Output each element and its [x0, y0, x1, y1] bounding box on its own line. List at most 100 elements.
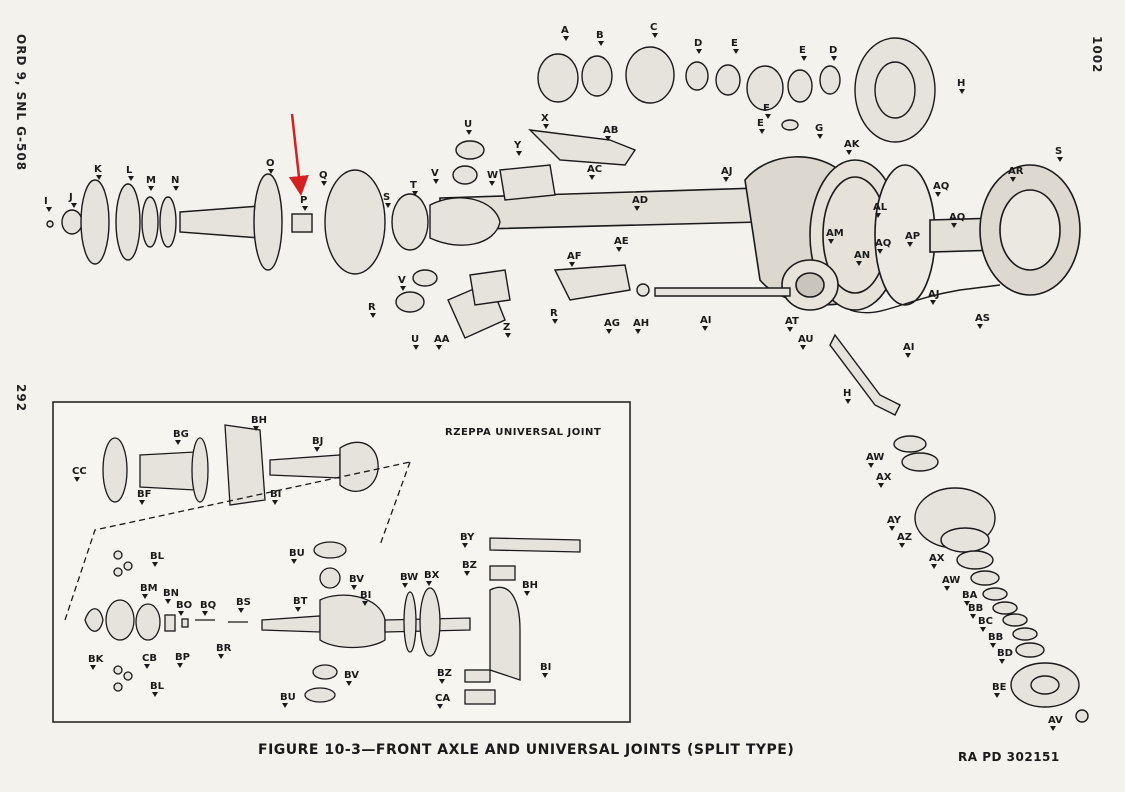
callout-pointer-ag	[606, 329, 612, 334]
callout-label-bl2: BL	[150, 681, 165, 692]
callout-pointer-bo	[178, 611, 184, 616]
callout-pointer-bl2	[152, 692, 158, 697]
callout-pointer-be	[994, 693, 1000, 698]
callout-label-aq1: AQ	[933, 181, 949, 192]
callout-pointer-ai1	[702, 326, 708, 331]
callout-label-ap: AP	[905, 231, 920, 242]
callout-label-aw1: AW	[866, 452, 884, 463]
callout-pointer-s2	[1057, 157, 1063, 162]
callout-pointer-m	[148, 186, 154, 191]
callout-pointer-ba	[964, 601, 970, 606]
callout-label-bq: BQ	[200, 600, 216, 611]
callout-pointer-aq2	[877, 249, 883, 254]
callout-pointer-ab	[605, 136, 611, 141]
callout-label-bh2: BH	[522, 580, 538, 591]
callout-pointer-aw1	[868, 463, 874, 468]
callout-label-r1: R	[368, 302, 376, 313]
callout-label-bv2: BV	[344, 670, 359, 681]
callout-label-as: AS	[975, 313, 990, 324]
rzeppa-joint-parts	[64, 424, 581, 705]
callout-label-cb: CB	[142, 653, 157, 664]
callout-label-bi1: BI	[270, 489, 281, 500]
callout-pointer-am	[828, 239, 834, 244]
callout-pointer-b	[598, 41, 604, 46]
callout-label-x: X	[541, 113, 549, 124]
callout-pointer-t	[412, 191, 418, 196]
callout-label-bu2: BU	[280, 692, 296, 703]
callout-label-b: B	[596, 30, 604, 41]
callout-label-u2: U	[411, 334, 419, 345]
callout-label-q: Q	[319, 170, 328, 181]
callout-pointer-az	[899, 543, 905, 548]
callout-pointer-z	[505, 333, 511, 338]
callout-label-ac: AC	[587, 164, 602, 175]
callout-pointer-bw	[402, 583, 408, 588]
callout-label-bs: BS	[236, 597, 251, 608]
callout-label-br: BR	[216, 643, 232, 654]
callout-label-ab: AB	[603, 125, 618, 136]
callout-label-o: O	[266, 158, 275, 169]
callout-label-ag: AG	[604, 318, 620, 329]
callout-pointer-aw2	[944, 586, 950, 591]
inset-title: RZEPPA UNIVERSAL JOINT	[445, 427, 601, 438]
callout-label-aq2: AQ	[875, 238, 891, 249]
callout-pointer-bq	[202, 611, 208, 616]
callout-pointer-bn	[165, 599, 171, 604]
callout-pointer-u2	[413, 345, 419, 350]
callout-pointer-ar	[1010, 177, 1016, 182]
callout-label-z: Z	[503, 322, 510, 333]
callout-label-bp: BP	[175, 652, 190, 663]
callout-label-ai1: AI	[700, 315, 711, 326]
callout-pointer-af	[569, 262, 575, 267]
callout-pointer-bm	[142, 594, 148, 599]
callout-label-t: T	[410, 180, 417, 191]
callout-pointer-d1	[696, 49, 702, 54]
callout-pointer-v2	[400, 286, 406, 291]
callout-label-ba: BA	[962, 590, 978, 601]
callout-label-j: J	[68, 192, 73, 203]
callout-label-i: I	[44, 196, 48, 207]
callout-pointer-g	[817, 134, 823, 139]
callout-pointer-bh1	[253, 426, 259, 431]
callout-label-ad: AD	[632, 195, 648, 206]
callout-pointer-ap	[907, 242, 913, 247]
callout-label-bi2: BI	[360, 590, 371, 601]
callout-label-k: K	[94, 164, 103, 175]
red-pointer-arrow	[288, 113, 309, 196]
callout-label-bb1: BB	[968, 603, 983, 614]
callout-pointer-by	[462, 543, 468, 548]
callout-pointer-x	[543, 124, 549, 129]
callout-label-bf: BF	[137, 489, 151, 500]
callout-pointer-bi3	[542, 673, 548, 678]
callout-pointer-ak	[846, 150, 852, 155]
callout-label-h1: H	[957, 78, 965, 89]
callout-label-p: P	[300, 195, 307, 206]
callout-label-u1: U	[464, 119, 472, 130]
callout-label-bk: BK	[88, 654, 105, 665]
callout-label-e1: E	[731, 38, 738, 49]
callout-pointer-bp	[177, 663, 183, 668]
callout-pointer-ac	[589, 175, 595, 180]
callout-label-g: G	[815, 123, 823, 134]
spindle-parts	[893, 435, 1089, 723]
callout-pointer-aq3	[951, 223, 957, 228]
callout-pointer-bh2	[524, 591, 530, 596]
callout-pointer-s1	[385, 203, 391, 208]
callout-label-bo: BO	[176, 600, 192, 611]
callout-pointer-bl1	[152, 562, 158, 567]
callout-label-bg: BG	[173, 429, 189, 440]
callout-label-d2: D	[829, 45, 837, 56]
callout-label-s1: S	[383, 192, 390, 203]
callout-pointer-an	[856, 261, 862, 266]
callout-pointer-e2	[801, 56, 807, 61]
callout-pointer-h1	[959, 89, 965, 94]
callout-pointer-bi2	[362, 601, 368, 606]
callout-label-az: AZ	[897, 532, 912, 543]
callout-label-bl1: BL	[150, 551, 165, 562]
callout-label-bi3: BI	[540, 662, 551, 673]
callout-pointer-aj2	[930, 300, 936, 305]
callout-label-ax2: AX	[929, 553, 945, 564]
callout-pointer-k	[96, 175, 102, 180]
callout-label-bd: BD	[997, 648, 1013, 659]
